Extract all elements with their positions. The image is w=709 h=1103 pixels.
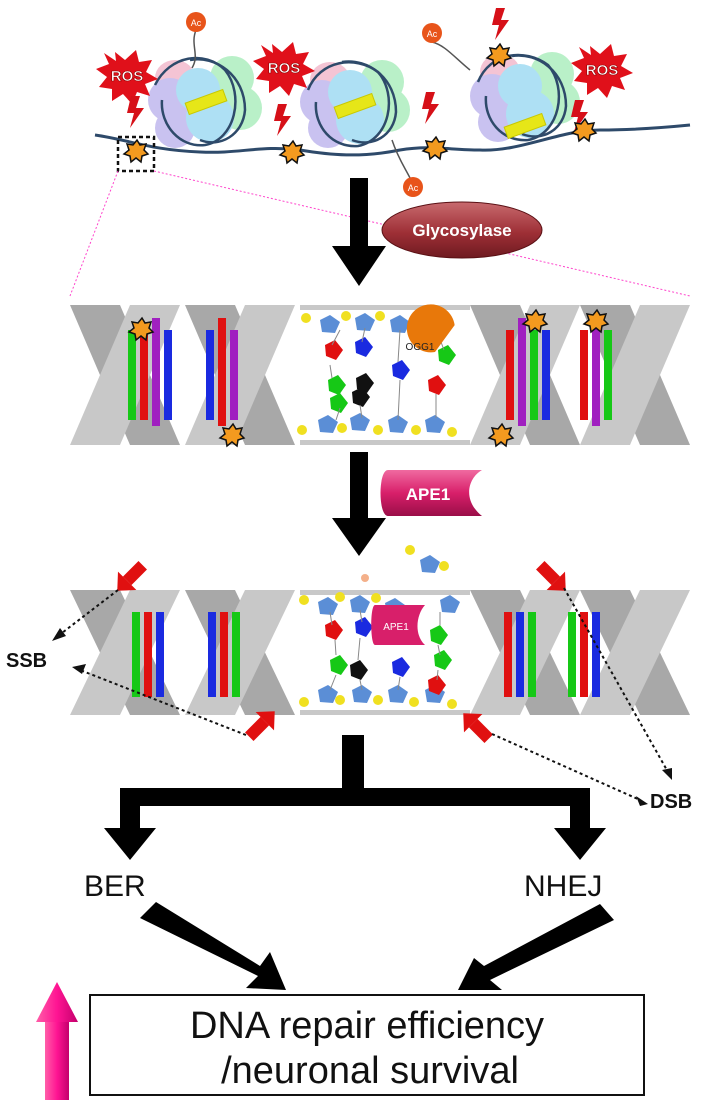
nucleosome xyxy=(300,60,410,148)
strand-break-arrow xyxy=(117,561,147,591)
ros-burst: ROS xyxy=(571,44,633,98)
ros-burst: ROS xyxy=(96,50,158,104)
ape1-bound: APE1 xyxy=(371,605,425,645)
svg-text:Ac: Ac xyxy=(408,183,419,193)
lightning-bolt-icon xyxy=(422,92,439,124)
helix-left xyxy=(70,305,295,448)
nucleosome xyxy=(470,52,580,142)
svg-text:ROS: ROS xyxy=(586,62,619,79)
ssb-label: SSB xyxy=(6,650,47,672)
lesion-star-icon xyxy=(278,139,306,165)
acetyl-group: Ac xyxy=(391,139,423,197)
chromatin-panel: Ac Ac Ac ROS ROS ROS xyxy=(69,8,691,297)
svg-text:APE1: APE1 xyxy=(406,485,450,504)
step-arrow xyxy=(332,178,386,286)
strand-break-arrow xyxy=(536,561,566,591)
outcome-line-1: DNA repair efficiency xyxy=(190,1005,544,1047)
strand-break-arrow xyxy=(463,713,493,743)
zoom-line xyxy=(69,170,119,297)
step-arrow xyxy=(332,452,386,556)
helix-left xyxy=(70,590,295,715)
svg-text:ROS: ROS xyxy=(111,68,144,85)
branch-arrows xyxy=(104,735,606,860)
dna-helix-ape1: APE1 xyxy=(70,545,690,715)
lesion-star-icon xyxy=(127,316,155,342)
lightning-bolt-icon xyxy=(274,104,291,136)
svg-text:OGG1: OGG1 xyxy=(406,342,435,353)
lesion-star-icon xyxy=(570,117,598,143)
outcome-line-2: /neuronal survival xyxy=(221,1050,519,1092)
converge-arrow xyxy=(458,904,614,990)
ogg1-enzyme: OGG1 xyxy=(406,304,455,353)
lesion-star-icon xyxy=(485,42,513,68)
dna-helix-ogg1: OGG1 xyxy=(70,304,690,448)
ber-label: BER xyxy=(84,870,146,903)
lesion-star-icon xyxy=(521,308,549,334)
dsb-label: DSB xyxy=(650,791,692,813)
lightning-bolt-icon xyxy=(571,100,588,132)
ros-burst: ROS xyxy=(253,42,315,96)
acetyl-group: Ac xyxy=(422,23,471,71)
helix-open-region: OGG1 xyxy=(297,304,470,445)
svg-text:Ac: Ac xyxy=(191,18,202,28)
acetyl-group: Ac xyxy=(186,12,206,69)
svg-text:APE1: APE1 xyxy=(383,622,409,633)
svg-text:Glycosylase: Glycosylase xyxy=(412,221,511,240)
increase-arrow-icon xyxy=(36,982,78,1100)
helix-right xyxy=(470,305,690,448)
zoom-box xyxy=(116,135,156,173)
dotted-pointer-heads xyxy=(52,628,672,806)
strand-break-arrow xyxy=(245,711,275,741)
svg-text:ROS: ROS xyxy=(268,60,301,77)
outcome-box: DNA repair efficiency /neuronal survival xyxy=(89,994,645,1096)
helix-open-region: APE1 xyxy=(299,545,470,715)
dotted-pointer xyxy=(57,587,669,801)
nucleosome xyxy=(148,56,262,148)
lesion-star-icon xyxy=(218,422,246,448)
lesion-star-icon xyxy=(421,135,449,161)
nhej-label: NHEJ xyxy=(524,870,602,903)
helix-right xyxy=(470,590,690,715)
lesion-star-icon xyxy=(582,308,610,334)
lesion-star-icon xyxy=(487,422,515,448)
ape1-enzyme: APE1 xyxy=(380,470,482,516)
lesion-star-icon xyxy=(122,138,150,164)
glycosylase-enzyme: Glycosylase xyxy=(381,201,543,259)
lightning-bolt-icon xyxy=(492,8,509,40)
svg-text:Ac: Ac xyxy=(427,29,438,39)
converge-arrow xyxy=(140,902,286,990)
lightning-bolt-icon xyxy=(127,96,144,128)
chromatin-dna-strand xyxy=(94,123,691,157)
